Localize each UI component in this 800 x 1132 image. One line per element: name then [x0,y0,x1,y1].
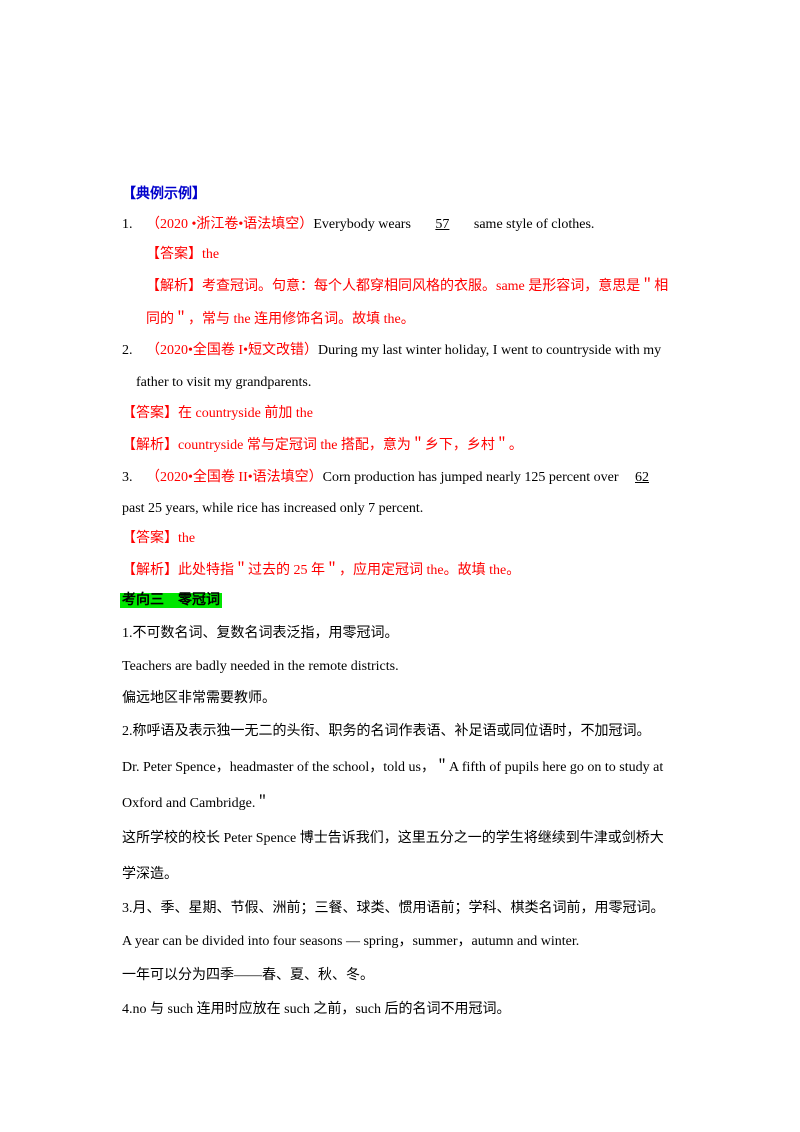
analysis-label: 【解析】 [122,563,178,578]
rule-3-example-en: A year can be divided into four seasons … [122,934,580,949]
answer-text: the [178,531,196,546]
example-number: 2. [122,343,133,358]
example-2-answer: 【答案】在 countryside 前加 the [122,405,313,423]
answer-label: 【答案】 [146,247,202,262]
example-2-question: 2. （2020•全国卷 I•短文改错）During my last winter… [122,342,661,360]
rule-2-example-zh-cont: 学深造。 [122,867,178,882]
example-number: 3. [122,470,133,485]
analysis-label: 【解析】 [122,438,178,453]
topic-heading-text: 考向三 零冠词 [120,593,222,608]
question-text: During my last winter holiday, I went to… [317,343,662,358]
rule-3-example-zh: 一年可以分为四季——春、夏、秋、冬。 [122,968,374,983]
analysis-text: 此处特指＂过去的 25 年＂，应用定冠词 the。故填 the。 [178,563,521,578]
example-3-answer: 【答案】the [122,530,195,548]
example-1-question: 1. （2020 •浙江卷•语法填空）Everybody wears 57 sam… [122,216,594,234]
topic-heading: 考向三 零冠词 [120,592,222,610]
example-1-analysis-cont: 同的＂，常与 the 连用修饰名词。故填 the。 [146,312,415,327]
example-3-analysis: 【解析】此处特指＂过去的 25 年＂，应用定冠词 the。故填 the。 [122,562,520,580]
rule-4: 4.no 与 such 连用时应放在 such 之前，such 后的名词不用冠词… [122,1002,511,1017]
answer-label: 【答案】 [122,531,178,546]
answer-text: 在 countryside 前加 the [178,406,313,421]
example-2-question-cont: father to visit my grandparents. [136,375,312,390]
example-1-analysis: 【解析】考查冠词。句意：每个人都穿相同风格的衣服。same 是形容词，意思是＂相 [146,278,668,296]
answer-label: 【答案】 [122,406,178,421]
rule-1: 1.不可数名词、复数名词表泛指，用零冠词。 [122,626,399,641]
example-2-analysis: 【解析】countryside 常与定冠词 the 搭配，意为＂乡下，乡村＂。 [122,437,523,455]
example-1-answer: 【答案】the [146,246,219,264]
answer-blank: 57 [435,217,450,232]
rule-1-example-zh: 偏远地区非常需要教师。 [122,691,276,706]
example-3-question: 3. （2020•全国卷 II•语法填空）Corn production has … [122,469,662,487]
analysis-label: 【解析】 [146,279,202,294]
example-3-question-cont: past 25 years, while rice has increased … [122,501,424,516]
rule-2-example-en: Dr. Peter Spence，headmaster of the schoo… [122,760,664,775]
analysis-text: 考查冠词。句意：每个人都穿相同风格的衣服。same 是形容词，意思是＂相 [202,279,669,294]
answer-text: the [202,247,220,262]
rule-3: 3.月、季、星期、节假、洲前；三餐、球类、惯用语前；学科、棋类名词前，用零冠词。 [122,901,665,916]
section-heading: 【典例示例】 [122,187,206,202]
question-text: Everybody wears [313,217,411,232]
question-text: Corn production has jumped nearly 125 pe… [322,470,619,485]
example-source: （2020•全国卷 II•语法填空） [146,470,323,485]
rule-2-example-en-cont: Oxford and Cambridge.＂ [122,796,270,811]
question-text: same style of clothes. [473,217,595,232]
example-source: （2020•全国卷 I•短文改错） [146,343,318,358]
rule-1-example-en: Teachers are badly needed in the remote … [122,659,399,674]
example-number: 1. [122,217,133,232]
rule-2: 2.称呼语及表示独一无二的头衔、职务的名词作表语、补足语或同位语时，不加冠词。 [122,724,651,739]
rule-2-example-zh: 这所学校的校长 Peter Spence 博士告诉我们，这里五分之一的学生将继续… [122,831,664,846]
example-source: （2020 •浙江卷•语法填空） [146,217,314,232]
analysis-text: countryside 常与定冠词 the 搭配，意为＂乡下，乡村＂。 [178,438,523,453]
answer-blank: 62 [635,470,649,485]
